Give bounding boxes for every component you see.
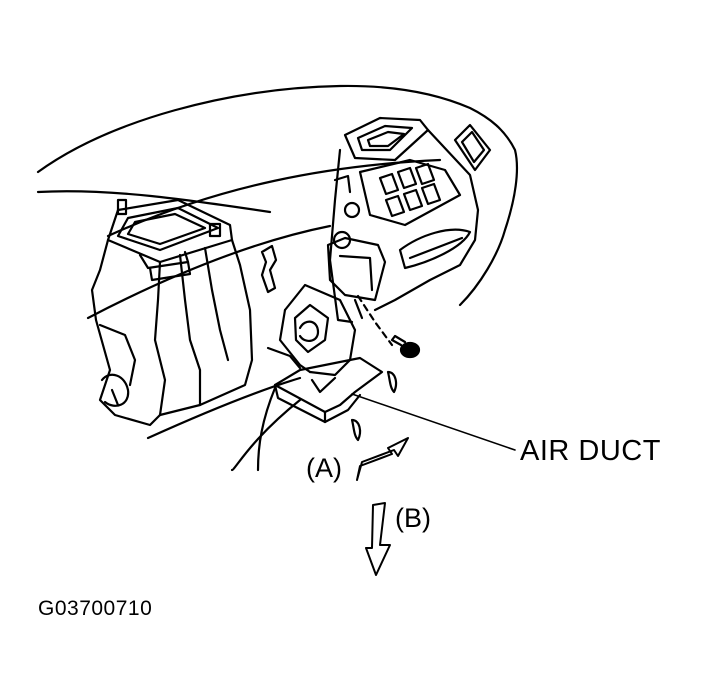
direction-a-label: (A) [306,453,342,483]
air-duct-part [266,283,384,424]
dashboard-outline [36,84,519,472]
clip-upper [386,370,398,394]
heater-unit [90,198,254,427]
arrow-a-icon [356,437,409,481]
air-duct-leader-line [351,393,516,451]
bracket [260,244,278,294]
alignment-dashes [356,294,394,347]
blower-unit [326,116,480,324]
clip-lower [350,418,362,442]
figure-code: G03700710 [38,597,153,620]
screw [390,334,421,359]
direction-b-label: (B) [395,503,431,533]
air-duct-label: AIR DUCT [520,435,661,467]
arrow-b-icon [365,502,391,576]
